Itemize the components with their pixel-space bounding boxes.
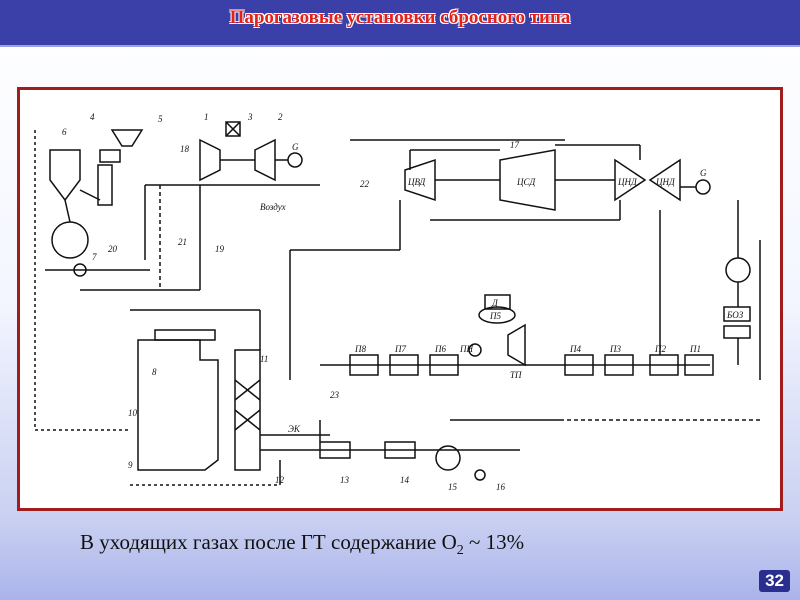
- diagram-frame: 1 2 3 4 5 6 7 8 9 10 11 12 13 14 15 16 1…: [17, 87, 783, 511]
- slide-title: Парогазовые установки сбросного типа: [229, 7, 571, 28]
- label-p5: П5: [489, 311, 501, 321]
- label-g2: G: [700, 168, 707, 178]
- heater-p6: [429, 354, 459, 376]
- caption-subscript: 2: [456, 543, 464, 559]
- eco-13: [319, 441, 351, 459]
- label-ek: ЭК: [288, 424, 301, 434]
- turbine-cnd2: [648, 158, 681, 202]
- label-15: 15: [448, 482, 458, 492]
- label-14: 14: [400, 475, 410, 485]
- caption-text: В уходящих газах после ГТ содержание O: [80, 530, 457, 554]
- gt-compressor: [199, 138, 221, 182]
- gt-turbine: [254, 138, 276, 182]
- condenser: [725, 257, 751, 283]
- label-12: 12: [275, 475, 285, 485]
- label-22: 22: [360, 179, 370, 189]
- label-cvd: ЦВД: [407, 177, 427, 187]
- label-p1: П1: [689, 344, 701, 354]
- label-13: 13: [340, 475, 350, 485]
- label-csd: ЦСД: [516, 177, 537, 187]
- label-10: 10: [128, 408, 138, 418]
- generator-gt: [287, 152, 303, 168]
- label-20: 20: [108, 244, 118, 254]
- convective-shaft: [234, 349, 261, 471]
- mill-shaft: [97, 164, 113, 206]
- feeder: [99, 149, 121, 163]
- turbopump: [507, 323, 526, 367]
- label-p7: П7: [394, 344, 406, 354]
- label-21: 21: [178, 237, 187, 247]
- label-d: Д: [491, 298, 499, 308]
- mill: [51, 221, 89, 259]
- pump-15: [435, 445, 461, 471]
- caption: В уходящих газах после ГТ содержание O2 …: [80, 530, 524, 559]
- heater-p1: [684, 354, 714, 376]
- label-boz: БОЗ: [726, 310, 744, 320]
- label-7: 7: [92, 252, 97, 262]
- label-9: 9: [128, 460, 133, 470]
- page-number: 32: [759, 570, 790, 592]
- label-5: 5: [158, 114, 163, 124]
- boiler-furnace: [137, 339, 219, 471]
- label-cnd2: ЦНД: [655, 177, 676, 187]
- label-18: 18: [180, 144, 190, 154]
- label-2: 2: [278, 112, 283, 122]
- label-4: 4: [90, 112, 95, 122]
- label-tp: ТП: [510, 370, 522, 380]
- label-6: 6: [62, 127, 67, 137]
- eco-14: [384, 441, 416, 459]
- power-plant-scheme: 1 2 3 4 5 6 7 8 9 10 11 12 13 14 15 16 1…: [34, 112, 761, 492]
- heater-p4: [564, 354, 594, 376]
- label-11: 11: [260, 354, 268, 364]
- turbine-cvd: [404, 158, 436, 202]
- label-17: 17: [510, 140, 520, 150]
- tank-p5: [478, 306, 516, 324]
- pump-16: [474, 469, 486, 481]
- heater-p8: [349, 354, 379, 376]
- boiler-drum: [154, 329, 216, 341]
- heater-p7: [389, 354, 419, 376]
- label-3: 3: [247, 112, 253, 122]
- label-p8: П8: [354, 344, 366, 354]
- fan-7: [73, 263, 87, 277]
- label-19: 19: [215, 244, 225, 254]
- label-8: 8: [152, 367, 157, 377]
- separator: [49, 149, 81, 202]
- label-p6: П6: [434, 344, 446, 354]
- title-bar: Парогазовые установки сбросного типа: [0, 0, 800, 47]
- pump-pn: [468, 343, 482, 357]
- deaerator: [484, 294, 511, 310]
- label-cnd1: ЦНД: [617, 177, 638, 187]
- combustor-3: [225, 121, 241, 137]
- label-23: 23: [330, 390, 340, 400]
- label-16: 16: [496, 482, 506, 492]
- heater-p2: [649, 354, 679, 376]
- label-g1: G: [292, 142, 299, 152]
- boz-block: [723, 306, 751, 322]
- label-p3: П3: [609, 344, 621, 354]
- label-1: 1: [204, 112, 209, 122]
- label-p4: П4: [569, 344, 581, 354]
- generator-st: [695, 179, 711, 195]
- turbine-csd: [499, 149, 556, 211]
- caption-tail: ~ 13%: [463, 530, 525, 554]
- coal-hopper: [110, 129, 144, 147]
- heater-p3: [604, 354, 634, 376]
- label-air: Воздух: [260, 202, 286, 212]
- label-pn: ПН: [459, 344, 473, 354]
- label-p2: П2: [654, 344, 666, 354]
